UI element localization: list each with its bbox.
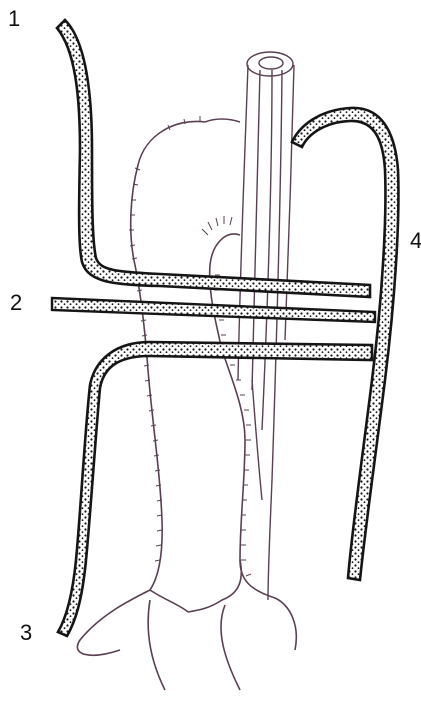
label-4: 4 [410, 230, 421, 252]
label-2: 2 [10, 292, 22, 314]
band-1 [57, 20, 370, 297]
label-1: 1 [8, 8, 20, 30]
band-3 [58, 342, 372, 636]
band-2 [52, 298, 375, 322]
label-3: 3 [20, 622, 32, 644]
central-tube [238, 52, 294, 600]
